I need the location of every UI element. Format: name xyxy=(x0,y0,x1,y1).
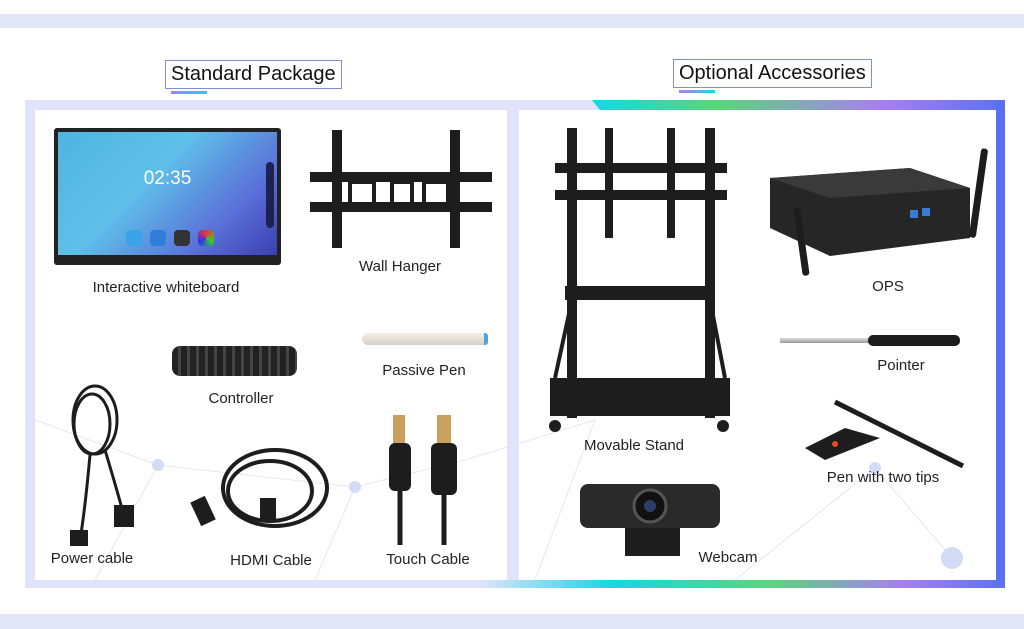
section-title: Optional Accessories xyxy=(673,59,872,88)
hdmi-cable-label: HDMI Cable xyxy=(230,552,312,569)
app-icon xyxy=(198,230,214,246)
frame-gradient-top xyxy=(592,100,1005,110)
touch-cable-image xyxy=(389,415,457,545)
pen-two-tips-label: Pen with two tips xyxy=(826,469,940,486)
section-title: Standard Package xyxy=(165,60,342,89)
webcam-label: Webcam xyxy=(698,549,758,566)
passive-pen-image xyxy=(362,333,488,345)
bottom-band xyxy=(0,614,1024,629)
title-underline xyxy=(171,91,207,94)
pointer-image xyxy=(780,338,870,343)
passive-pen-label: Passive Pen xyxy=(382,362,466,379)
frame-right-bar xyxy=(996,100,1005,588)
interactive-whiteboard-image: 02:35 xyxy=(54,128,281,265)
title-underline xyxy=(679,90,715,93)
hdmi-cable-image xyxy=(190,448,329,528)
app-icon xyxy=(174,230,190,246)
optional-accessories-heading: Optional Accessories xyxy=(673,59,872,93)
app-icon xyxy=(126,230,142,246)
power-cable-image xyxy=(70,384,134,546)
screen-clock: 02:35 xyxy=(143,168,192,189)
ops-label: OPS xyxy=(872,278,904,295)
side-toolbar xyxy=(266,162,274,228)
controller-image xyxy=(172,346,297,376)
standard-package-heading: Standard Package xyxy=(165,60,342,94)
wall-hanger-image xyxy=(310,130,492,248)
whiteboard-label: Interactive whiteboard xyxy=(92,279,240,296)
top-band xyxy=(0,14,1024,28)
whiteboard-screen: 02:35 xyxy=(58,132,277,255)
pointer-handle xyxy=(868,335,960,346)
app-icon xyxy=(150,230,166,246)
pen-two-tips-image xyxy=(805,399,965,469)
controller-label: Controller xyxy=(208,390,274,407)
power-cable-label: Power cable xyxy=(50,550,134,567)
movable-stand-label: Movable Stand xyxy=(583,437,685,454)
frame-gradient-bottom xyxy=(480,580,1005,588)
pointer-label: Pointer xyxy=(877,357,925,374)
touch-cable-label: Touch Cable xyxy=(386,551,470,568)
movable-stand-image xyxy=(549,128,730,432)
wall-hanger-label: Wall Hanger xyxy=(359,258,441,275)
webcam-image xyxy=(580,484,720,556)
ops-image xyxy=(770,148,988,276)
